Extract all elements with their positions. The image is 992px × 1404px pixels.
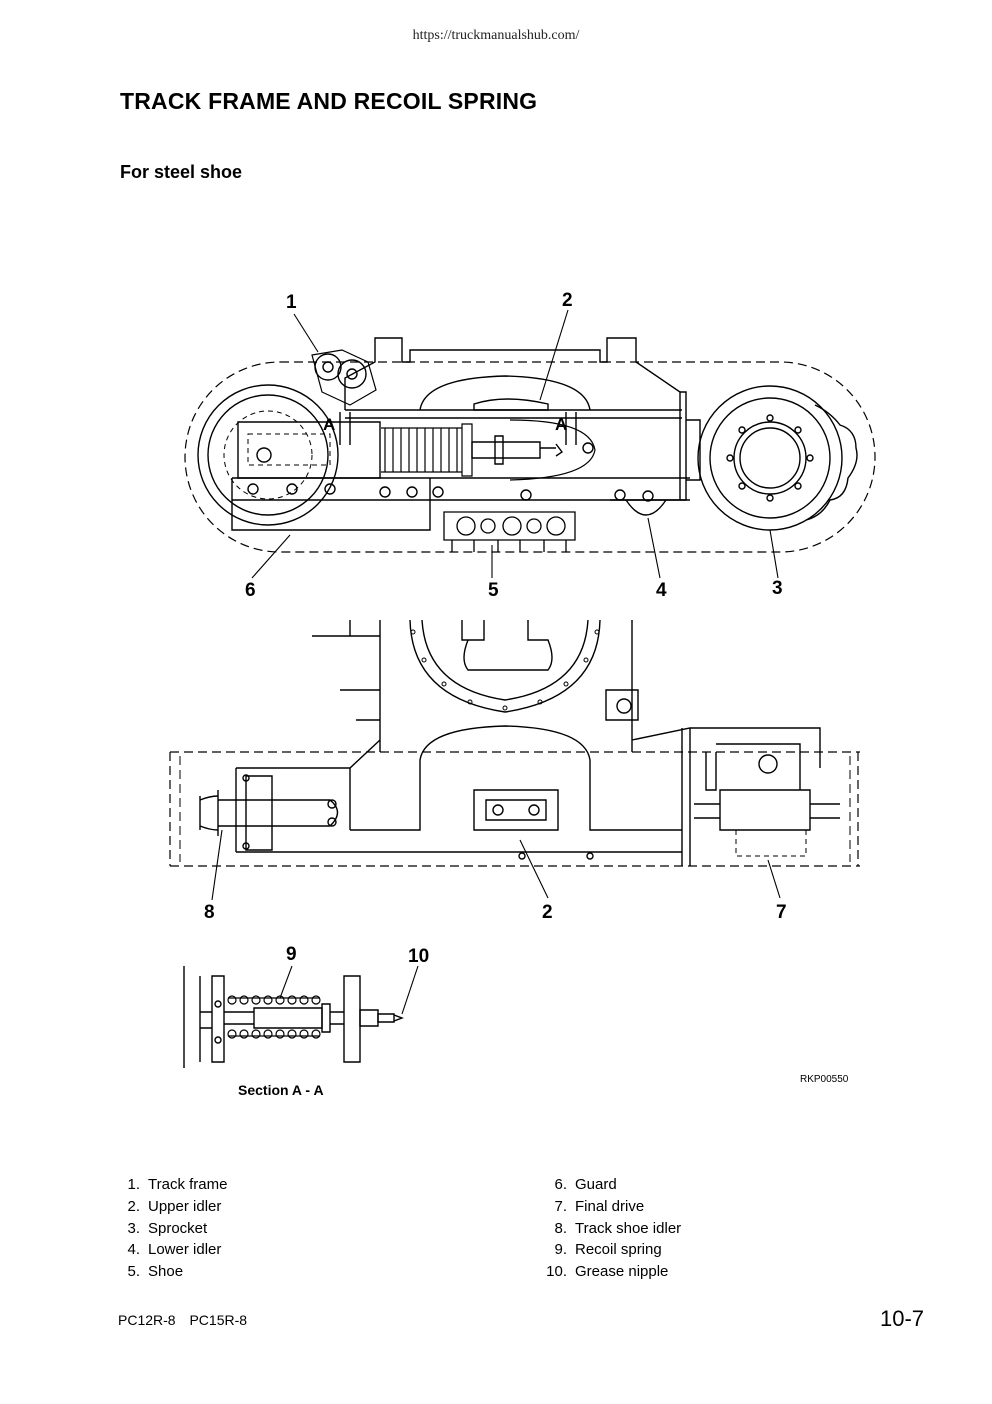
legend-number: 9. bbox=[554, 1241, 567, 1259]
legend-left-column: 1. Track frame 2. Upper idler 3. Sprocket 4… bbox=[118, 1174, 227, 1283]
legend-item: 9. Recoil spring bbox=[545, 1239, 681, 1261]
legend-label: Recoil spring bbox=[575, 1241, 662, 1259]
legend-label: Upper idler bbox=[148, 1197, 222, 1215]
legend-number: 5. bbox=[127, 1263, 140, 1281]
legend-label: Shoe bbox=[148, 1263, 184, 1281]
section-mark-left: A bbox=[323, 415, 335, 434]
side-view bbox=[184, 337, 876, 553]
legend-number: 8. bbox=[554, 1219, 567, 1237]
legend-number: 3. bbox=[127, 1219, 140, 1237]
figure-code: RKP00550 bbox=[800, 1074, 849, 1085]
legend-number: 4. bbox=[127, 1241, 140, 1259]
section-a-a-label: Section A - A bbox=[238, 1082, 324, 1098]
legend-label: Final drive bbox=[575, 1197, 645, 1215]
legend-number: 10. bbox=[546, 1263, 567, 1281]
legend-label: Lower idler bbox=[148, 1241, 222, 1259]
legend-item: 7. Final drive bbox=[545, 1196, 681, 1218]
legend-number: 2. bbox=[127, 1197, 140, 1215]
legend-item: 8. Track shoe idler bbox=[545, 1218, 681, 1240]
callout-1: 1 bbox=[286, 292, 297, 313]
legend-label: Track shoe idler bbox=[575, 1219, 682, 1237]
section-mark-right: A bbox=[555, 415, 567, 434]
callout-3: 3 bbox=[772, 578, 783, 599]
callout-9: 9 bbox=[286, 944, 297, 965]
callout-10: 10 bbox=[408, 946, 429, 967]
page-number: 10-7 bbox=[880, 1306, 925, 1331]
legend-item: 10. Grease nipple bbox=[545, 1261, 681, 1283]
legend-number: 6. bbox=[554, 1176, 567, 1193]
legend-number: 7. bbox=[554, 1197, 567, 1215]
callout-7: 7 bbox=[776, 902, 787, 923]
leader-lines bbox=[211, 309, 781, 1015]
top-view bbox=[169, 619, 860, 867]
callout-6: 6 bbox=[245, 580, 256, 601]
section-a-a-view bbox=[183, 966, 404, 1068]
legend-right-column: 6. Guard 7. Final drive 8. Track shoe idler… bbox=[545, 1174, 681, 1283]
callout-5: 5 bbox=[488, 580, 499, 601]
callout-2: 2 bbox=[562, 290, 573, 311]
legend-item: 5. Shoe bbox=[118, 1261, 227, 1283]
page-title: TRACK FRAME AND RECOIL SPRING bbox=[120, 88, 538, 114]
legend-number: 1. bbox=[127, 1176, 140, 1193]
footer-model-names: PC12R-8 PC15R-8 bbox=[118, 1312, 248, 1328]
legend-item: 4. Lower idler bbox=[118, 1239, 227, 1261]
legend-item: 6. Guard bbox=[545, 1174, 681, 1196]
legend-item: 3. Sprocket bbox=[118, 1218, 227, 1240]
page-subtitle: For steel shoe bbox=[120, 162, 243, 182]
legend-label: Guard bbox=[575, 1176, 617, 1193]
legend-label: Grease nipple bbox=[575, 1263, 669, 1281]
legend-label: Track frame bbox=[148, 1176, 228, 1193]
legend-item: 2. Upper idler bbox=[118, 1196, 227, 1218]
source-url: https://truckmanualshub.com/ bbox=[412, 28, 580, 43]
callout-2-top-view: 2 bbox=[542, 902, 553, 923]
legend-item: 1. Track frame bbox=[118, 1174, 227, 1196]
legend-label: Sprocket bbox=[148, 1219, 208, 1237]
callout-8: 8 bbox=[204, 902, 215, 923]
callout-4: 4 bbox=[656, 580, 667, 601]
